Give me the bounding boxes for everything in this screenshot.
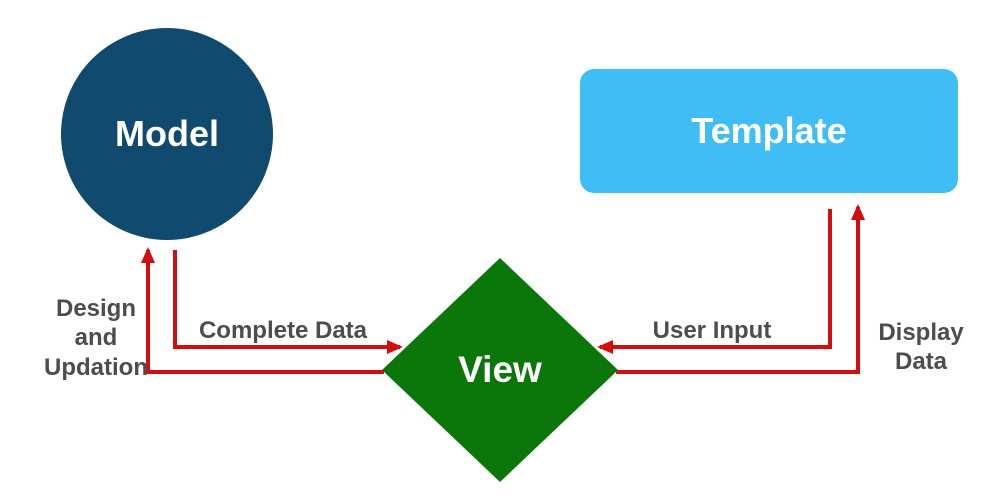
node-template: Template [580, 69, 958, 193]
arrow-complete-data [173, 250, 403, 354]
edge-label-design-and-updation: Design and Updation [44, 295, 148, 381]
arrow-design-and-updation [141, 247, 384, 374]
node-model: Model [61, 28, 273, 240]
node-view-label: View [458, 349, 542, 390]
edge-label-user-input: User Input [652, 317, 772, 344]
arrow-display-data [616, 204, 865, 374]
node-template-label: Template [691, 110, 847, 151]
edge-label-complete-data: Complete Data [198, 317, 368, 344]
edge-label-display-data: Display Data [878, 319, 964, 376]
arrow-user-input [597, 209, 832, 354]
node-model-label: Model [115, 113, 219, 154]
